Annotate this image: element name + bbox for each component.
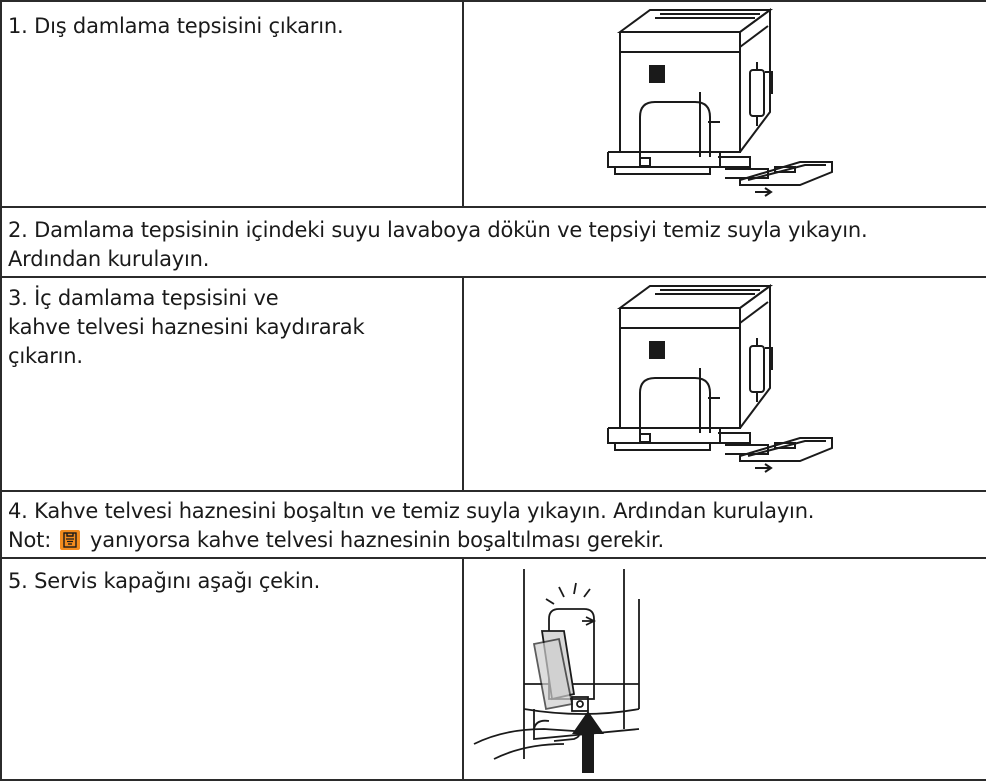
step-5-text: 5. Servis kapağını aşağı çekin.	[8, 569, 321, 593]
step-4-note-text: yanıyorsa kahve telvesi haznesinin boşal…	[90, 528, 665, 552]
step-row-2: 2. Damlama tepsisinin içindeki suyu lava…	[0, 206, 986, 278]
step-3-line-1: 3. İç damlama tepsisini ve	[8, 286, 279, 310]
grounds-container-full-icon	[59, 530, 80, 550]
step-3-line-3: çıkarın.	[8, 344, 83, 368]
step-5-text-cell: 5. Servis kapağını aşağı çekin.	[0, 557, 464, 781]
step-row-3: 3. İç damlama tepsisini ve kahve telvesi…	[0, 276, 986, 492]
step-2-text: 2. Damlama tepsisinin içindeki suyu lava…	[2, 208, 986, 276]
remove-drip-tray-illustration	[607, 8, 833, 197]
step-2-line-1: 2. Damlama tepsisinin içindeki suyu lava…	[8, 218, 868, 242]
step-3-line-2: kahve telvesi haznesini kaydırarak	[8, 315, 365, 339]
step-3-image-cell	[462, 276, 986, 492]
step-4-note-label: Not:	[8, 528, 52, 552]
step-3-text: 3. İç damlama tepsisini ve kahve telvesi…	[2, 278, 462, 371]
slide-out-grounds-container-illustration	[607, 284, 833, 473]
step-3-text-cell: 3. İç damlama tepsisini ve kahve telvesi…	[0, 276, 464, 492]
pull-down-service-cover-illustration	[473, 569, 640, 773]
step-2-line-2: Ardından kurulayın.	[8, 247, 210, 271]
step-1-text-cell: 1. Dış damlama tepsisini çıkarın.	[0, 0, 464, 208]
step-row-4: 4. Kahve telvesi haznesini boşaltın ve t…	[0, 490, 986, 559]
step-2-text-cell: 2. Damlama tepsisinin içindeki suyu lava…	[0, 206, 986, 278]
step-1-image-cell	[462, 0, 986, 208]
step-row-1: 1. Dış damlama tepsisini çıkarın.	[0, 0, 986, 208]
step-4-text-cell: 4. Kahve telvesi haznesini boşaltın ve t…	[0, 490, 986, 559]
step-4-line-1: 4. Kahve telvesi haznesini boşaltın ve t…	[8, 499, 815, 523]
step-4-text: 4. Kahve telvesi haznesini boşaltın ve t…	[2, 492, 986, 557]
step-1-text: 1. Dış damlama tepsisini çıkarın.	[8, 14, 344, 38]
step-row-5: 5. Servis kapağını aşağı çekin.	[0, 557, 986, 781]
step-5-image-cell	[462, 557, 986, 781]
